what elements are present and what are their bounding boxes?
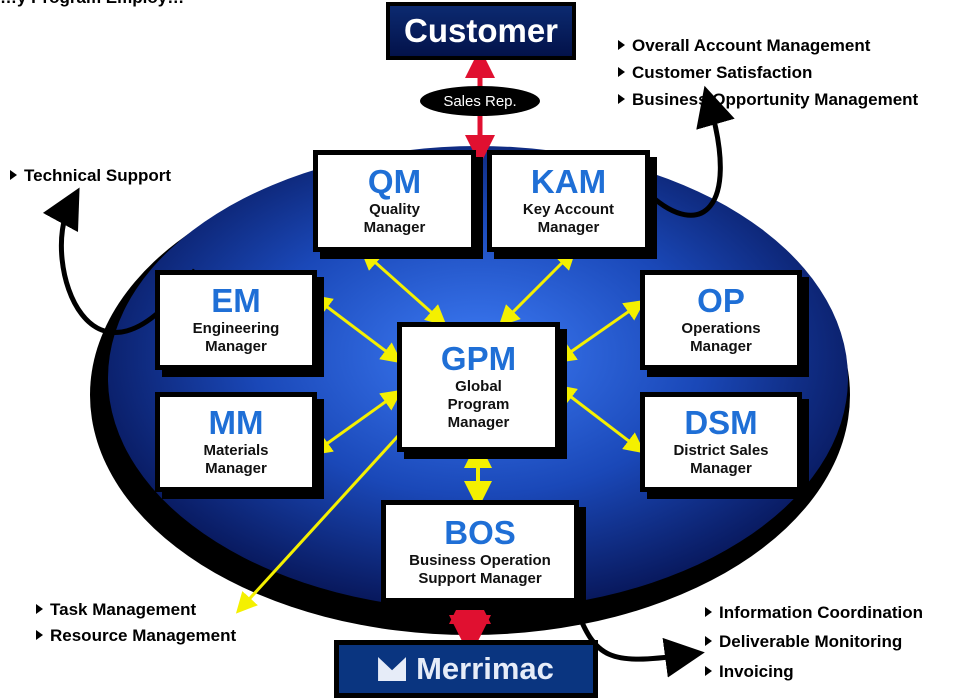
kam-note-3-text: Business Opportunity Management xyxy=(632,90,919,109)
kam-note-1: Overall Account Management xyxy=(618,36,870,56)
qm-line1: Quality xyxy=(369,201,420,218)
customer-box: Customer xyxy=(386,2,576,60)
arrow-gpm-kam xyxy=(498,248,577,327)
kam-box: KAM Key Account Manager xyxy=(487,150,650,252)
bos-notes-connector xyxy=(572,604,705,678)
merrimac-logo-box: Merrimac xyxy=(334,640,598,698)
gpm-note-1-text: Task Management xyxy=(50,600,197,619)
qm-line2: Manager xyxy=(363,219,426,236)
bos-note-1-text: Information Coordination xyxy=(719,603,923,622)
bullet-triangle-icon xyxy=(705,666,712,676)
op-box: OP Operations Manager xyxy=(640,270,802,370)
bos-note-1: Information Coordination xyxy=(705,603,923,623)
dsm-line2: Manager xyxy=(690,460,752,477)
kam-line2: Manager xyxy=(537,219,600,236)
gpm-abbr: GPM xyxy=(440,340,517,377)
kam-abbr: KAM xyxy=(530,163,607,200)
sales-rep-oval: Sales Rep. xyxy=(420,86,540,116)
bos-note-3-text: Invoicing xyxy=(719,662,794,681)
qm-box: QM Quality Manager xyxy=(313,150,476,252)
kam-line1: Key Account xyxy=(522,201,615,218)
kam-note-1-text: Overall Account Management xyxy=(632,36,871,55)
bullet-triangle-icon xyxy=(705,607,712,617)
arrow-gpm-mm xyxy=(310,389,403,456)
kam-note-2-text: Customer Satisfaction xyxy=(632,63,813,82)
merrimac-label: Merrimac xyxy=(416,651,554,686)
arrow-gpm-em xyxy=(310,294,403,364)
bos-note-2-text: Deliverable Monitoring xyxy=(719,632,903,651)
bullet-triangle-icon xyxy=(618,40,625,50)
bullet-triangle-icon xyxy=(36,604,43,614)
arrow-gpm-dsm xyxy=(554,384,646,454)
kam-notes-connector xyxy=(648,85,735,218)
mm-abbr: MM xyxy=(208,404,264,441)
op-abbr: OP xyxy=(697,282,745,319)
gpm-note-2-text: Resource Management xyxy=(50,626,237,645)
merrimac-m-icon xyxy=(378,657,407,681)
em-note-1: Technical Support xyxy=(10,166,171,186)
gpm-line2: Program xyxy=(447,396,510,413)
mm-line2: Manager xyxy=(205,460,267,477)
arrow-gpm-op xyxy=(554,299,646,364)
mm-line1: Materials xyxy=(203,442,269,459)
em-note-1-text: Technical Support xyxy=(24,166,172,185)
dsm-line1: District Sales xyxy=(673,442,769,459)
kam-note-2: Customer Satisfaction xyxy=(618,63,812,83)
bullet-triangle-icon xyxy=(10,170,17,180)
op-line2: Manager xyxy=(690,338,752,355)
mm-box: MM Materials Manager xyxy=(155,392,317,492)
bos-note-2: Deliverable Monitoring xyxy=(705,632,902,652)
gpm-box: GPM Global Program Manager xyxy=(397,322,560,452)
em-line2: Manager xyxy=(205,338,267,355)
top-caption-partial: …y Program Employ… xyxy=(0,0,184,8)
bullet-triangle-icon xyxy=(36,630,43,640)
gpm-line1: Global xyxy=(455,378,502,395)
kam-note-3: Business Opportunity Management xyxy=(618,90,918,110)
bos-abbr: BOS xyxy=(444,513,516,551)
bullet-triangle-icon xyxy=(618,94,625,104)
dsm-box: DSM District Sales Manager xyxy=(640,392,802,492)
bos-line1: Business Operation xyxy=(409,551,551,569)
bullet-triangle-icon xyxy=(618,67,625,77)
qm-abbr: QM xyxy=(367,163,422,200)
bullet-triangle-icon xyxy=(705,636,712,646)
op-line1: Operations xyxy=(681,320,761,337)
em-line1: Engineering xyxy=(192,320,280,337)
gpm-line3: Manager xyxy=(447,414,510,431)
arrow-gpm-notes xyxy=(235,423,410,614)
gpm-note-1: Task Management xyxy=(36,600,196,620)
em-abbr: EM xyxy=(211,282,261,319)
bos-box: BOS Business Operation Support Manager xyxy=(381,500,579,603)
dsm-abbr: DSM xyxy=(684,404,758,441)
gpm-note-2: Resource Management xyxy=(36,626,236,646)
bos-line2: Support Manager xyxy=(418,569,542,587)
arrow-gpm-qm xyxy=(360,249,447,326)
em-box: EM Engineering Manager xyxy=(155,270,317,370)
bos-note-3: Invoicing xyxy=(705,662,794,682)
